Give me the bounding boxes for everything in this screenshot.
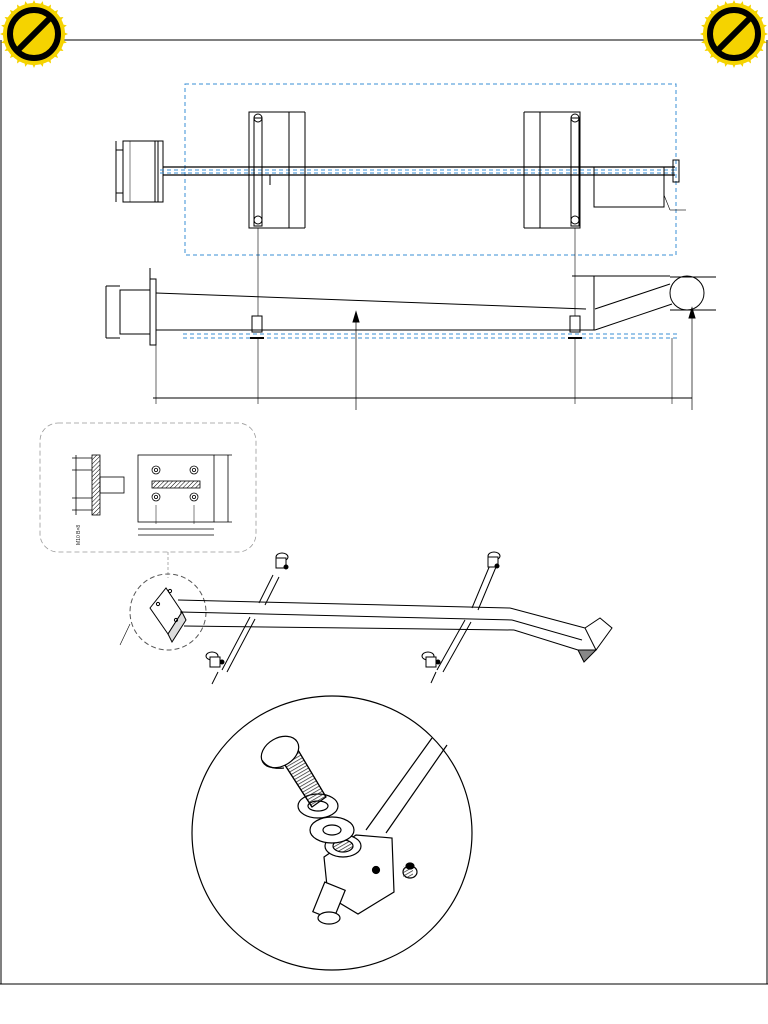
detail-callout-box (39, 422, 257, 553)
badge-ray (761, 31, 768, 37)
badge-ray (709, 51, 717, 59)
badge-ray (704, 17, 712, 23)
knob-bottom-left (205, 651, 225, 668)
elevation-view (105, 228, 716, 410)
prohibited-sign-icon (700, 0, 768, 68)
prohibited-sign-icon (0, 0, 68, 68)
badge-ray (760, 24, 767, 30)
badge-ray (731, 61, 737, 68)
badge-ray (738, 60, 744, 67)
badge-ray (17, 4, 23, 12)
badge-ray (1, 38, 8, 44)
badge-ray (745, 4, 751, 12)
badge-ray (38, 1, 44, 8)
badge-ray (717, 56, 723, 64)
badge-ray (731, 0, 737, 7)
badge-ray (9, 9, 17, 17)
isometric-view (119, 551, 613, 685)
badge-ray (751, 9, 759, 17)
badge-ray (760, 38, 767, 44)
badge-ray (45, 56, 51, 64)
badge-ray (24, 60, 30, 67)
badge-ray (31, 61, 37, 68)
badge-ray (745, 56, 751, 64)
badge-ray (4, 45, 12, 51)
badge-ray (0, 31, 7, 37)
plan-view (115, 83, 686, 256)
badge-ray (4, 17, 12, 23)
badge-ray (738, 1, 744, 8)
badge-ray (724, 60, 730, 67)
badge-ray (45, 4, 51, 12)
badge-ray (60, 38, 67, 44)
badge-ray (756, 45, 764, 51)
badge-ray (751, 51, 759, 59)
badge-ray (701, 38, 708, 44)
badge-ray (756, 17, 764, 23)
plate-label: M10 B×8 (76, 525, 82, 545)
badge-ray (56, 17, 64, 23)
badge-ray (38, 60, 44, 67)
badge-ray (17, 56, 23, 64)
base-plate-detail: M10 B×8 (39, 422, 257, 578)
badge-ray (709, 9, 717, 17)
badge-ray (56, 45, 64, 51)
hidden-outline-plan (184, 83, 677, 256)
badge-ray (51, 9, 59, 17)
fastener-detail (191, 695, 473, 971)
badge-ray (24, 1, 30, 8)
badge-ray (51, 51, 59, 59)
badge-ray (60, 24, 67, 30)
badge-ray (700, 31, 707, 37)
badge-ray (724, 1, 730, 8)
sheet-frame (0, 39, 768, 985)
badge-ray (9, 51, 17, 59)
badge-ray (717, 4, 723, 12)
badge-ray (704, 45, 712, 51)
badge-ray (61, 31, 68, 37)
badge-ray (1, 24, 8, 30)
knob-bottom-right (421, 651, 441, 668)
knob-top-right (487, 551, 501, 569)
badge-ray (701, 24, 708, 30)
knob-top-left (275, 552, 289, 570)
detail-circle (129, 573, 207, 651)
badge-ray (31, 0, 37, 7)
